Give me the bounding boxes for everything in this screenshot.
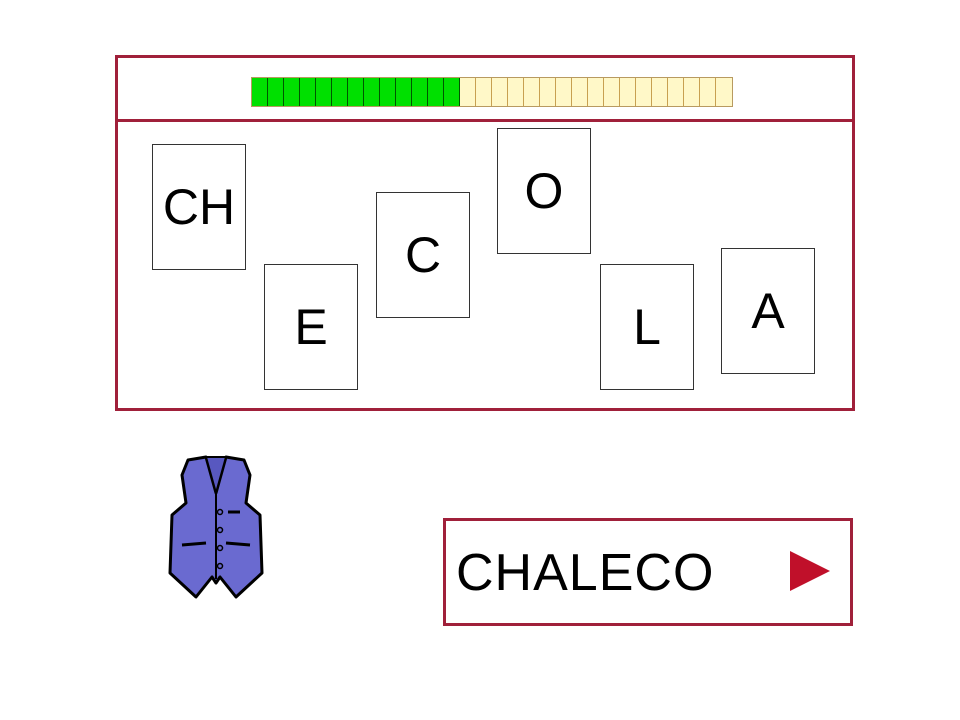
letter-tile-l[interactable]: L xyxy=(600,264,694,390)
progress-segment-filled xyxy=(332,78,348,106)
progress-segment-empty xyxy=(572,78,588,106)
progress-segment-empty xyxy=(556,78,572,106)
progress-segment-filled xyxy=(316,78,332,106)
progress-segment-filled xyxy=(300,78,316,106)
progress-segment-empty xyxy=(700,78,716,106)
letter-tile-a[interactable]: A xyxy=(721,248,815,374)
progress-segment-filled xyxy=(284,78,300,106)
progress-segment-empty xyxy=(588,78,604,106)
progress-segment-filled xyxy=(364,78,380,106)
progress-segment-empty xyxy=(476,78,492,106)
progress-segment-filled xyxy=(380,78,396,106)
letter-tile-o[interactable]: O xyxy=(497,128,591,254)
progress-segment-filled xyxy=(428,78,444,106)
board-divider xyxy=(118,119,852,122)
progress-segment-filled xyxy=(252,78,268,106)
progress-segment-empty xyxy=(492,78,508,106)
letter-tile-ch[interactable]: CH xyxy=(152,144,246,270)
progress-segment-empty xyxy=(668,78,684,106)
progress-segment-empty xyxy=(508,78,524,106)
progress-segment-empty xyxy=(684,78,700,106)
progress-segment-filled xyxy=(444,78,460,106)
progress-segment-filled xyxy=(396,78,412,106)
progress-bar xyxy=(251,77,733,107)
letter-tile-e[interactable]: E xyxy=(264,264,358,390)
answer-word: CHALECO xyxy=(456,544,715,602)
progress-segment-empty xyxy=(652,78,668,106)
progress-segment-empty xyxy=(620,78,636,106)
progress-segment-filled xyxy=(268,78,284,106)
progress-segment-empty xyxy=(604,78,620,106)
progress-segment-filled xyxy=(412,78,428,106)
vest-icon xyxy=(168,455,264,599)
progress-segment-empty xyxy=(460,78,476,106)
letter-tile-c[interactable]: C xyxy=(376,192,470,318)
play-triangle-icon[interactable] xyxy=(786,547,834,595)
progress-segment-filled xyxy=(348,78,364,106)
game-board: CH E C O L A xyxy=(115,55,855,411)
progress-segment-empty xyxy=(716,78,732,106)
progress-segment-empty xyxy=(540,78,556,106)
answer-box: CHALECO xyxy=(443,518,853,626)
progress-segment-empty xyxy=(636,78,652,106)
progress-segment-empty xyxy=(524,78,540,106)
